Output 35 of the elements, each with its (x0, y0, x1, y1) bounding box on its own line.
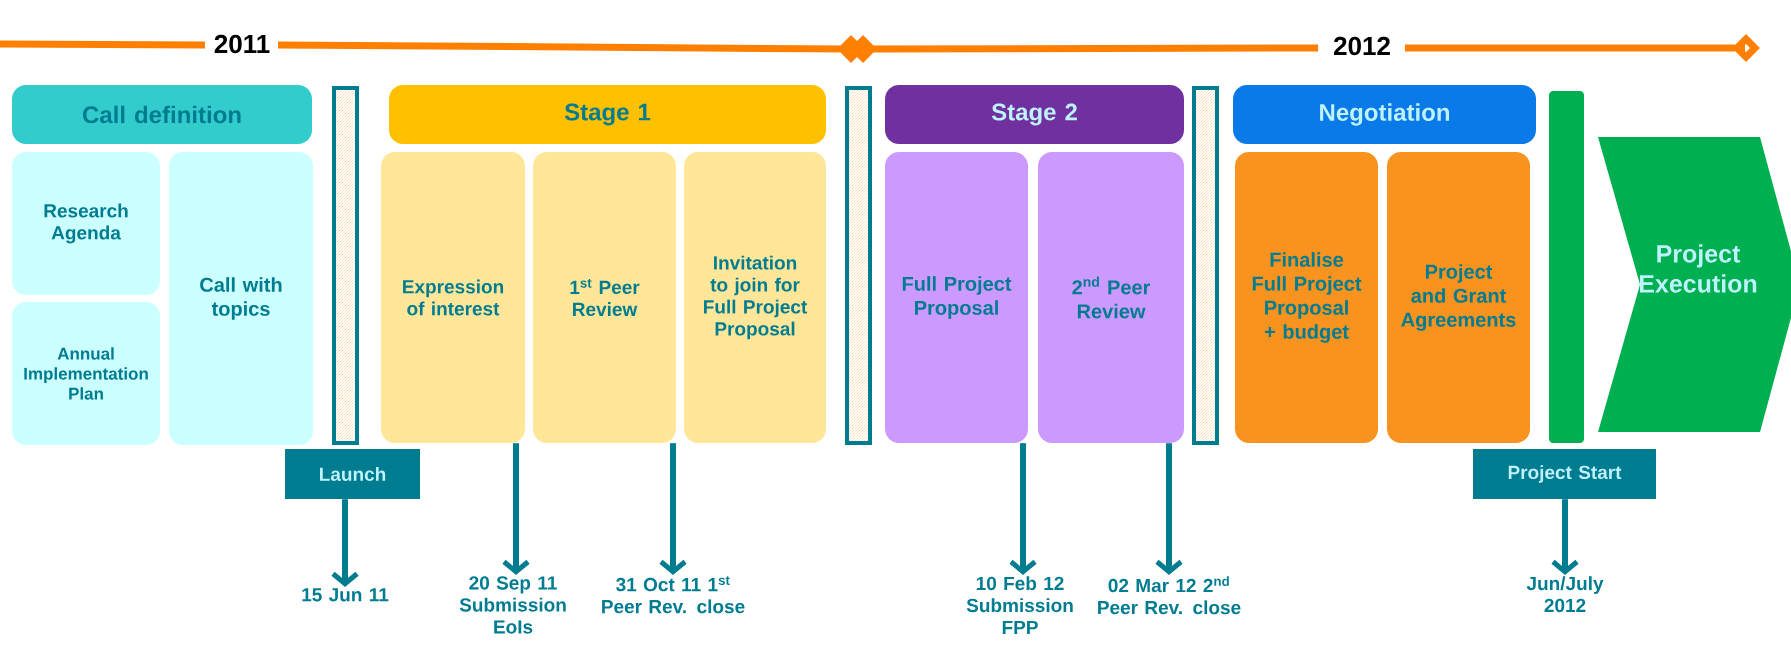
year-label: 2011 (214, 34, 270, 54)
arrow (502, 443, 530, 575)
milestone-bar (845, 86, 872, 445)
date-text: 15 Jun 11 (302, 588, 389, 602)
date-text: 31 Oct 11 1$^{st}$ Peer Rev. close (602, 576, 745, 614)
start-bar (1549, 91, 1584, 443)
year-label: 2012 (1334, 36, 1390, 56)
arrow (1155, 443, 1183, 575)
arrow (659, 443, 687, 575)
task-box: Project and Grant Agreements (1387, 152, 1530, 443)
task-box: Full Project Proposal (885, 152, 1028, 443)
arrow (331, 499, 359, 587)
milestone-tag: Launch (285, 449, 420, 499)
stage-header: Negotiation (1233, 85, 1536, 144)
task-box: Call with topics (169, 152, 313, 445)
date-text: 02 Mar 12 2$^{nd}$ Peer Rev. close (1098, 576, 1241, 615)
task-box: Finalise Full Project Proposal + budget (1235, 152, 1378, 443)
arrow (1551, 499, 1579, 575)
milestone-bar (332, 86, 359, 445)
task-box: Expression of interest (381, 152, 525, 443)
task-box: Annual Implementation Plan (12, 302, 160, 445)
date-text: Jun/July 2012 (1526, 576, 1604, 613)
date-text: 10 Feb 12 Submission FPP (966, 576, 1073, 634)
stage-header: Call definition (12, 85, 312, 144)
date-text: 20 Sep 11 Submission EoIs (459, 576, 566, 634)
stage-header: Stage 2 (885, 85, 1184, 144)
arrow (1009, 443, 1037, 575)
stage-header: Stage 1 (389, 85, 826, 144)
execution-chevron: Project Execution (1598, 137, 1791, 432)
milestone-tag: Project Start (1473, 449, 1656, 499)
task-box: Research Agenda (12, 152, 160, 295)
milestone-bar (1192, 86, 1219, 445)
task-box: Invitation to join for Full Project Proposal (684, 152, 826, 443)
task-box: 1$^{st}$ Peer Review (533, 152, 676, 443)
task-box: 2$^{nd}$ Peer Review (1038, 152, 1184, 443)
